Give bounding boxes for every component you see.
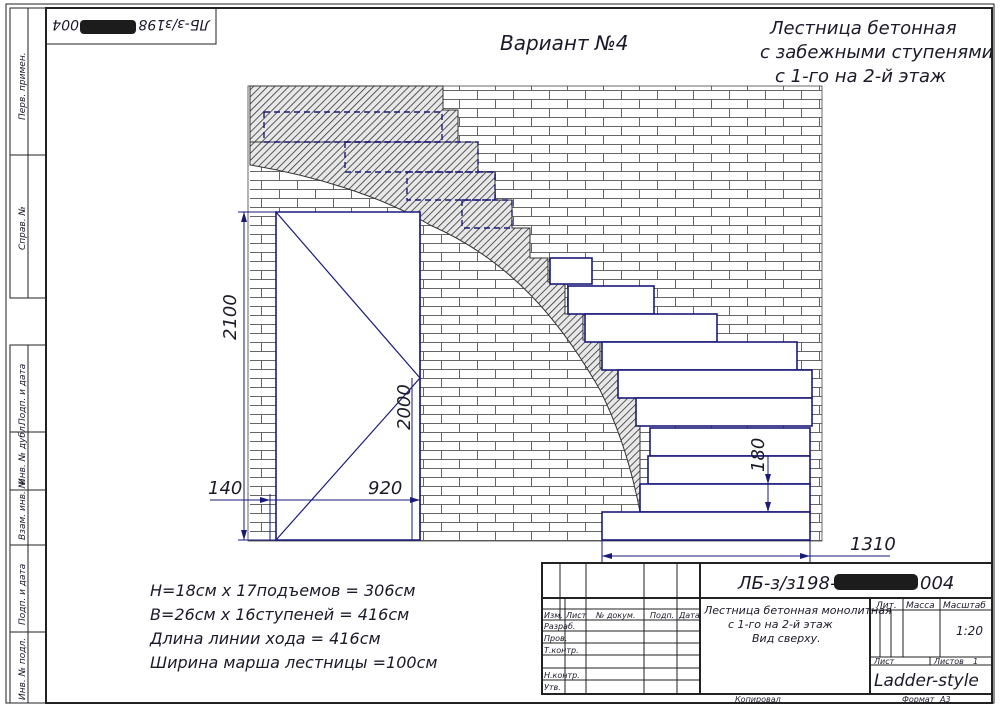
tb-col-sheet: Лист bbox=[565, 611, 587, 620]
tb-role-checker: Пров. bbox=[544, 634, 567, 643]
tb-role-approved: Утв. bbox=[544, 683, 561, 692]
tb-org: Ladder-style bbox=[874, 671, 979, 691]
top-code: ЛБ-з/з198 004 bbox=[52, 16, 211, 34]
redaction-top bbox=[80, 20, 136, 34]
svg-text:ЛБ-з/з198: ЛБ-з/з198 bbox=[138, 16, 211, 32]
tb-col-date: Дата bbox=[678, 611, 700, 620]
dim-140: 140 bbox=[208, 478, 242, 499]
title-block bbox=[541, 562, 993, 695]
tb-role-ncontrol: Н.контр. bbox=[544, 671, 580, 680]
dim-2100: 2100 bbox=[220, 294, 241, 340]
top-code-box bbox=[45, 7, 217, 45]
tb-sheets: Листов bbox=[933, 657, 964, 666]
stamp-replace-inv: Взам. инв. № bbox=[18, 479, 28, 540]
tb-role-tcontrol: Т.контр. bbox=[544, 646, 579, 655]
tb-copied: Копировал bbox=[735, 695, 781, 704]
tb-desc-1: Лестница бетонная монолитная bbox=[703, 604, 892, 617]
redaction-title bbox=[834, 574, 918, 590]
concrete-landing bbox=[249, 85, 459, 143]
tb-mass: Масса bbox=[906, 601, 935, 611]
title-line-1: Лестница бетонная bbox=[769, 18, 957, 39]
dim-920: 920 bbox=[368, 478, 402, 499]
stamp-sign-date-2: Подп. и дата bbox=[18, 564, 28, 625]
solid-steps bbox=[549, 257, 813, 541]
tb-format-value: А3 bbox=[939, 695, 951, 704]
tb-code-suffix: 004 bbox=[920, 573, 954, 594]
dimension-lines bbox=[210, 211, 890, 562]
stamp-first-use: Перв. примен. bbox=[18, 52, 28, 120]
stamp-ref-number: Справ. № bbox=[18, 206, 28, 250]
stamp-sign-date-1: Подп. и дата bbox=[18, 364, 28, 425]
stamp-dup-inv: Инв. № дубл. bbox=[18, 423, 28, 485]
tb-sheets-count: 1 bbox=[973, 657, 978, 666]
stamp-orig-inv: Инв. № подл. bbox=[18, 638, 28, 700]
dashed-steps bbox=[263, 111, 513, 229]
tb-role-developer: Разраб. bbox=[544, 622, 575, 631]
note-width: Ширина марша лестницы =100см bbox=[150, 653, 437, 672]
stair-slab-hatch bbox=[249, 141, 641, 513]
dimension-arrows bbox=[241, 212, 810, 559]
note-walkline: Длина линии хода = 416см bbox=[149, 629, 381, 648]
tb-col-change: Изм. bbox=[544, 611, 563, 620]
wall-outline bbox=[247, 85, 823, 542]
variant-label: Вариант №4 bbox=[500, 31, 629, 55]
tb-format: Формат bbox=[902, 695, 935, 704]
tb-col-sign: Подп. bbox=[650, 611, 674, 620]
tb-desc-3: Вид сверху. bbox=[752, 632, 821, 645]
tb-scale-value: 1:20 bbox=[956, 624, 983, 638]
tb-lit: Лит. bbox=[875, 601, 897, 611]
note-height: Н=18см х 17подъемов = 306см bbox=[150, 581, 415, 600]
title-line-3: с 1-го на 2-й этаж bbox=[775, 66, 947, 87]
title-line-2: с забежными ступенями bbox=[760, 42, 994, 63]
tb-sheet: Лист bbox=[873, 657, 895, 666]
tb-col-docnum: № докум. bbox=[595, 611, 635, 620]
dim-2000: 2000 bbox=[394, 384, 415, 430]
tb-code-prefix: ЛБ-з/з198- bbox=[737, 573, 836, 594]
left-stamps bbox=[9, 7, 47, 704]
dim-1310: 1310 bbox=[850, 534, 896, 555]
dim-180: 180 bbox=[748, 438, 769, 472]
door-diagonals bbox=[275, 211, 421, 541]
tb-scale-label: Масштаб bbox=[943, 601, 986, 611]
svg-text:004: 004 bbox=[52, 16, 79, 32]
tb-desc-2: с 1-го на 2-й этаж bbox=[728, 618, 833, 631]
note-run: В=26см х 16ступеней = 416см bbox=[150, 605, 409, 624]
